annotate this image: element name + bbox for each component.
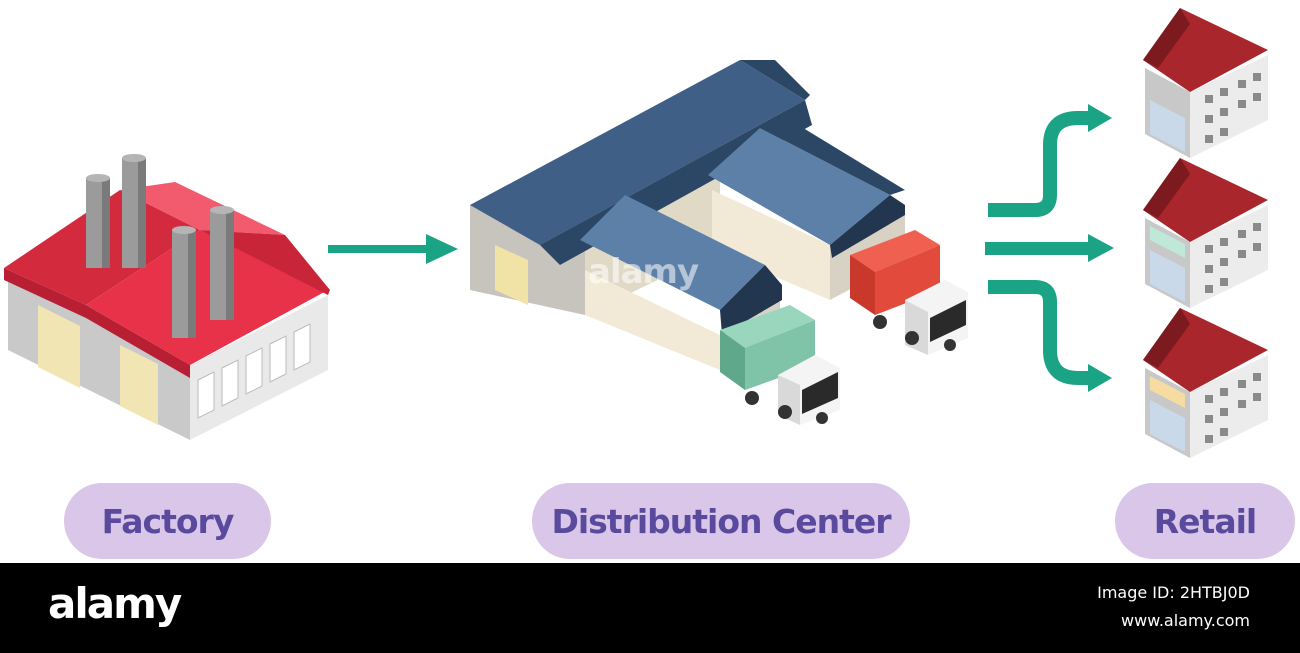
- footer-site-link[interactable]: www.alamy.com: [1121, 611, 1250, 630]
- warehouse-icon: [470, 60, 968, 425]
- chimney-group: [86, 154, 234, 338]
- distribution-center-label: Distribution Center: [532, 483, 910, 559]
- arrow-right-icon: [985, 234, 1114, 262]
- store-icon: [1143, 308, 1268, 458]
- factory-icon: [4, 154, 330, 440]
- truck-icon: [850, 230, 968, 355]
- supply-chain-diagram: alamy Factory Distribution Center Retail: [4, 8, 1295, 559]
- store-icon: [1143, 8, 1268, 158]
- arrow-right-icon: [988, 104, 1112, 217]
- footer-logo: alamy: [48, 579, 182, 628]
- footer-bar: alamy Image ID: 2HTBJ0D www.alamy.com: [0, 563, 1300, 653]
- factory-label: Factory: [64, 483, 271, 559]
- footer-image-id: Image ID: 2HTBJ0D: [1097, 583, 1250, 602]
- retail-label: Retail: [1115, 483, 1295, 559]
- arrow-right-icon: [988, 280, 1112, 392]
- arrow-right-icon: [328, 234, 458, 264]
- truck-icon: [720, 305, 840, 425]
- diagram-canvas: [4, 8, 1268, 458]
- store-icon: [1143, 158, 1268, 308]
